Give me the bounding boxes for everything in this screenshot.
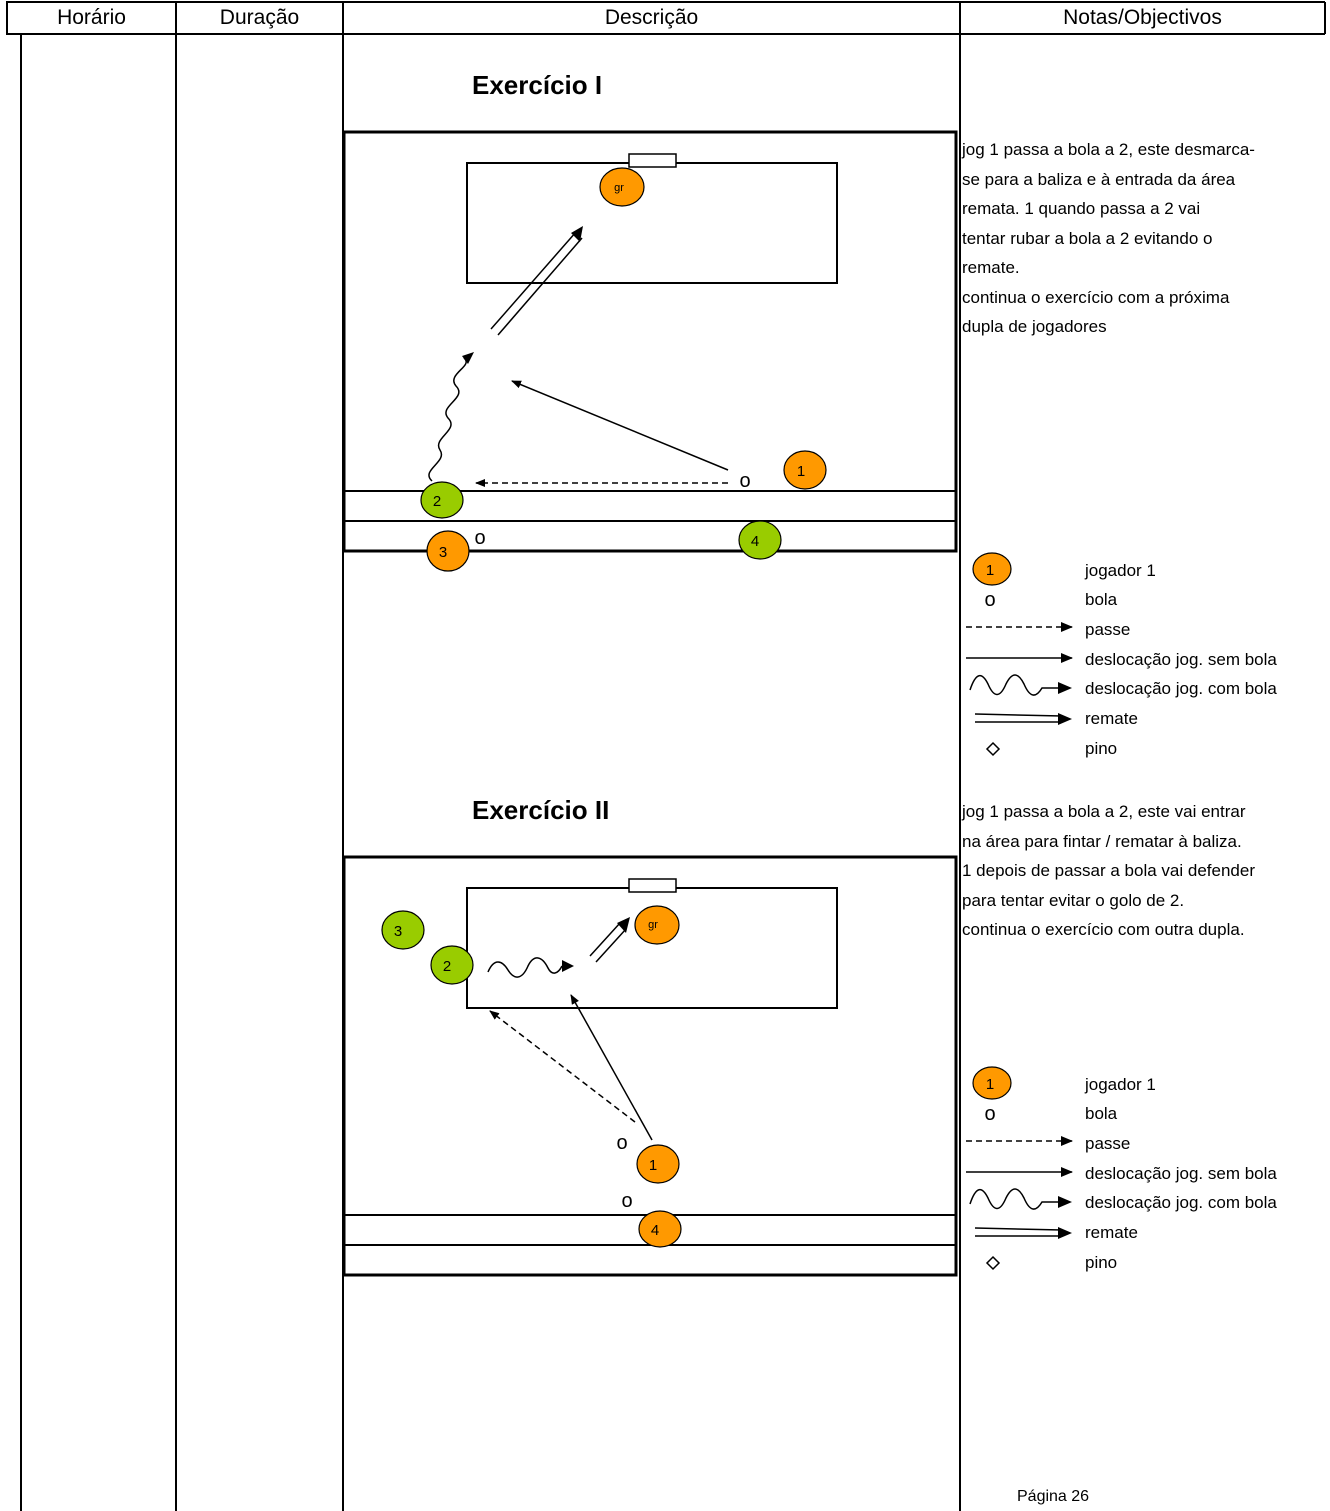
legend-label: jogador 1 (1085, 561, 1156, 580)
player-2: 2 (430, 945, 474, 985)
svg-text:3: 3 (394, 923, 402, 940)
svg-text:4: 4 (751, 533, 759, 550)
legend-shot-icon (974, 713, 1063, 717)
note-line: remate. (962, 258, 1020, 277)
ball: o (474, 527, 485, 549)
legend-1: 1 o (966, 552, 1073, 757)
page-number: Página 26 (1017, 1488, 1090, 1505)
note-line: tentar rubar a bola a 2 evitando o (962, 228, 1213, 248)
legend-label: deslocação jog. sem bola (1085, 650, 1277, 669)
ball: o (739, 470, 750, 492)
legend-label: deslocação jog. com bola (1085, 1193, 1277, 1212)
player-1: 1 (636, 1144, 680, 1184)
svg-text:gr: gr (648, 919, 658, 931)
header-notes: Notas/Objectivos (1063, 6, 1222, 29)
goal (628, 878, 677, 893)
shot-line (595, 928, 627, 963)
shot-arrowhead (617, 917, 630, 933)
legend-player-icon: 1 (972, 552, 1012, 586)
shot-arrowhead (571, 226, 583, 242)
note-line: jog 1 passa a bola a 2, este desmarca- (962, 140, 1255, 159)
legend-pin-icon (985, 1255, 1001, 1271)
note-line: continua o exercício com outra dupla. (962, 920, 1245, 939)
note-line: se para a baliza e à entrada da área (962, 169, 1236, 189)
player-3: 3 (381, 910, 425, 950)
legend-label: passe (1085, 1134, 1131, 1153)
note-line: na área para fintar / rematar à baliza. (962, 831, 1242, 851)
legend-ball-icon: o (984, 589, 995, 611)
exercise-2-title: Exercício II (472, 795, 610, 825)
note-line: jog 1 passa a bola a 2, este vai entrar (962, 802, 1246, 821)
header-time: Horário (57, 6, 126, 29)
svg-text:4: 4 (651, 1222, 659, 1239)
player-3: 3 (426, 530, 470, 572)
dribble-path (487, 957, 563, 978)
legend-pin-icon (985, 741, 1001, 757)
legend-label: pino (1085, 1253, 1118, 1272)
legend-label: jogador 1 (1085, 1075, 1156, 1094)
svg-text:2: 2 (443, 958, 451, 975)
ball: o (616, 1132, 627, 1154)
player-4: 4 (738, 520, 782, 560)
player-4: 4 (638, 1210, 682, 1248)
dribble-arrowhead (462, 352, 474, 364)
player-1: 1 (783, 450, 827, 490)
note-line: continua o exercício com a próxima (962, 287, 1230, 307)
legend-player-icon: 1 (972, 1066, 1012, 1100)
player-gr: gr (599, 167, 645, 207)
legend-label: deslocação jog. sem bola (1085, 1164, 1277, 1183)
legend-label: passe (1085, 620, 1131, 639)
legend-shot-icon (974, 1227, 1063, 1231)
field-frame (342, 855, 958, 1277)
legend-label: deslocação jog. com bola (1085, 679, 1277, 698)
legend-label: pino (1085, 739, 1118, 758)
run-arrow (511, 380, 729, 471)
exercise-1-notes: jog 1 passa a bola a 2, este desmarca- s… (962, 135, 1322, 342)
legend-dribble-icon (969, 674, 1058, 696)
svg-text:gr: gr (614, 182, 624, 194)
player-gr: gr (634, 905, 680, 945)
legend-ball-icon: o (984, 1103, 995, 1125)
legend-label: remate (1085, 1223, 1138, 1242)
field-frame (342, 130, 958, 553)
header-duration: Duração (219, 6, 300, 29)
legend-label: bola (1085, 590, 1118, 609)
ball: o (621, 1190, 632, 1212)
player-2: 2 (420, 481, 464, 519)
legend-dribble-icon (969, 1188, 1058, 1210)
shot-line (589, 922, 621, 957)
exercise-2-notes: jog 1 passa a bola a 2, este vai entrar … (962, 797, 1322, 945)
shot-line (490, 231, 577, 330)
note-line: 1 depois de passar a bola vai defender (962, 861, 1255, 880)
pass-arrow (489, 1010, 636, 1123)
note-line: remata. 1 quando passa a 2 vai (962, 199, 1201, 218)
svg-text:1: 1 (986, 562, 994, 579)
svg-text:1: 1 (797, 463, 805, 480)
svg-text:3: 3 (439, 544, 447, 561)
svg-text:2: 2 (433, 493, 441, 510)
svg-text:1: 1 (986, 1076, 994, 1093)
goal (628, 153, 677, 168)
dribble-arrowhead (562, 960, 574, 972)
run-arrow (570, 994, 653, 1141)
note-line: para tentar evitar o golo de 2. (962, 890, 1185, 910)
shot-line (497, 237, 583, 336)
note-line: dupla de jogadores (962, 317, 1107, 336)
svg-text:1: 1 (649, 1157, 657, 1174)
exercise-1-title: Exercício I (472, 70, 603, 100)
legend-label: bola (1085, 1104, 1118, 1123)
dribble-path (428, 357, 467, 482)
legend-2: 1 o (966, 1066, 1073, 1271)
header-description: Descrição (604, 6, 699, 29)
legend-label: remate (1085, 709, 1138, 728)
